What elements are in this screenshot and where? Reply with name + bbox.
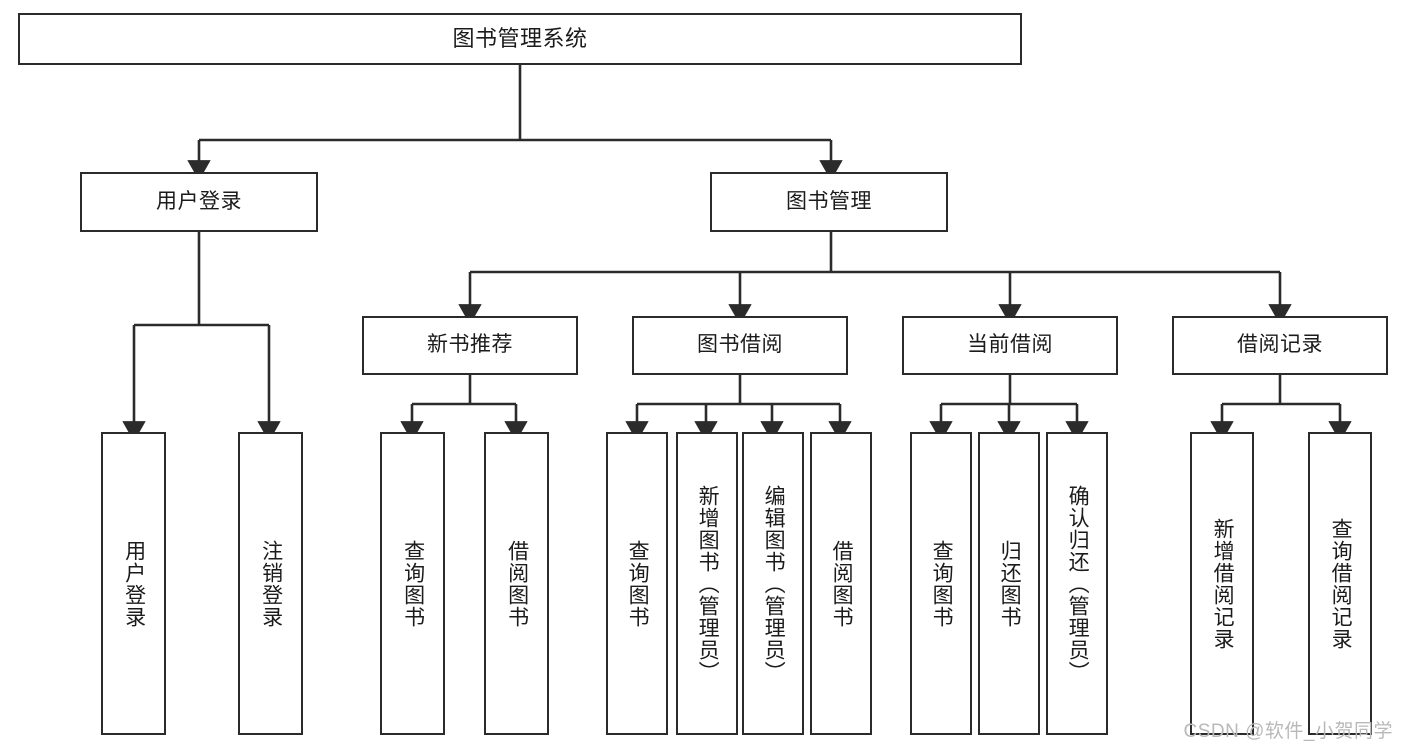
node-user-login-label: 用户登录 [156, 189, 242, 213]
node-current-borrow-label: 当前借阅 [967, 333, 1053, 357]
node-leaf-query-record[interactable]: 查询借阅记录 [1308, 432, 1372, 735]
node-leaf-add-book-label: 新增图书（管理员） [696, 484, 720, 683]
node-new-book-recommend-label: 新书推荐 [427, 333, 513, 357]
node-leaf-user-login[interactable]: 用户登录 [101, 432, 166, 735]
node-leaf-query-book-1[interactable]: 查询图书 [380, 432, 445, 735]
node-leaf-borrow-book-2[interactable]: 借阅图书 [810, 432, 872, 735]
node-leaf-query-book-2[interactable]: 查询图书 [606, 432, 668, 735]
node-root-system-label: 图书管理系统 [452, 26, 588, 52]
node-leaf-edit-book-label: 编辑图书（管理员） [762, 484, 786, 683]
node-leaf-query-book-3[interactable]: 查询图书 [910, 432, 972, 735]
node-leaf-return-book[interactable]: 归还图书 [978, 432, 1040, 735]
node-current-borrow[interactable]: 当前借阅 [902, 316, 1118, 375]
node-borrow-record[interactable]: 借阅记录 [1172, 316, 1388, 375]
node-root-system[interactable]: 图书管理系统 [18, 13, 1022, 65]
node-leaf-logout-login-label: 注销登录 [259, 539, 283, 628]
node-leaf-query-book-2-label: 查询图书 [626, 539, 650, 628]
node-leaf-confirm-return[interactable]: 确认归还（管理员） [1046, 432, 1108, 735]
node-book-borrow-label: 图书借阅 [697, 333, 783, 357]
node-leaf-query-record-label: 查询借阅记录 [1329, 517, 1353, 650]
node-leaf-add-book[interactable]: 新增图书（管理员） [676, 432, 738, 735]
node-leaf-logout-login[interactable]: 注销登录 [238, 432, 303, 735]
node-leaf-add-record[interactable]: 新增借阅记录 [1190, 432, 1254, 735]
node-leaf-return-book-label: 归还图书 [998, 539, 1022, 628]
node-leaf-borrow-book-1-label: 借阅图书 [505, 539, 529, 628]
node-leaf-query-book-3-label: 查询图书 [930, 539, 954, 628]
node-book-management-label: 图书管理 [786, 189, 872, 213]
node-book-management[interactable]: 图书管理 [710, 172, 948, 232]
node-user-login[interactable]: 用户登录 [80, 172, 318, 232]
node-leaf-borrow-book-1[interactable]: 借阅图书 [484, 432, 549, 735]
csdn-watermark: CSDN @软件_小贺同学 [1183, 721, 1393, 742]
node-leaf-confirm-return-label: 确认归还（管理员） [1066, 484, 1090, 683]
node-leaf-add-record-label: 新增借阅记录 [1211, 517, 1235, 650]
node-leaf-user-login-label: 用户登录 [122, 539, 146, 628]
node-leaf-query-book-1-label: 查询图书 [401, 539, 425, 628]
node-borrow-record-label: 借阅记录 [1237, 333, 1323, 357]
node-leaf-borrow-book-2-label: 借阅图书 [830, 539, 854, 628]
node-new-book-recommend[interactable]: 新书推荐 [362, 316, 578, 375]
node-leaf-edit-book[interactable]: 编辑图书（管理员） [742, 432, 804, 735]
node-book-borrow[interactable]: 图书借阅 [632, 316, 848, 375]
